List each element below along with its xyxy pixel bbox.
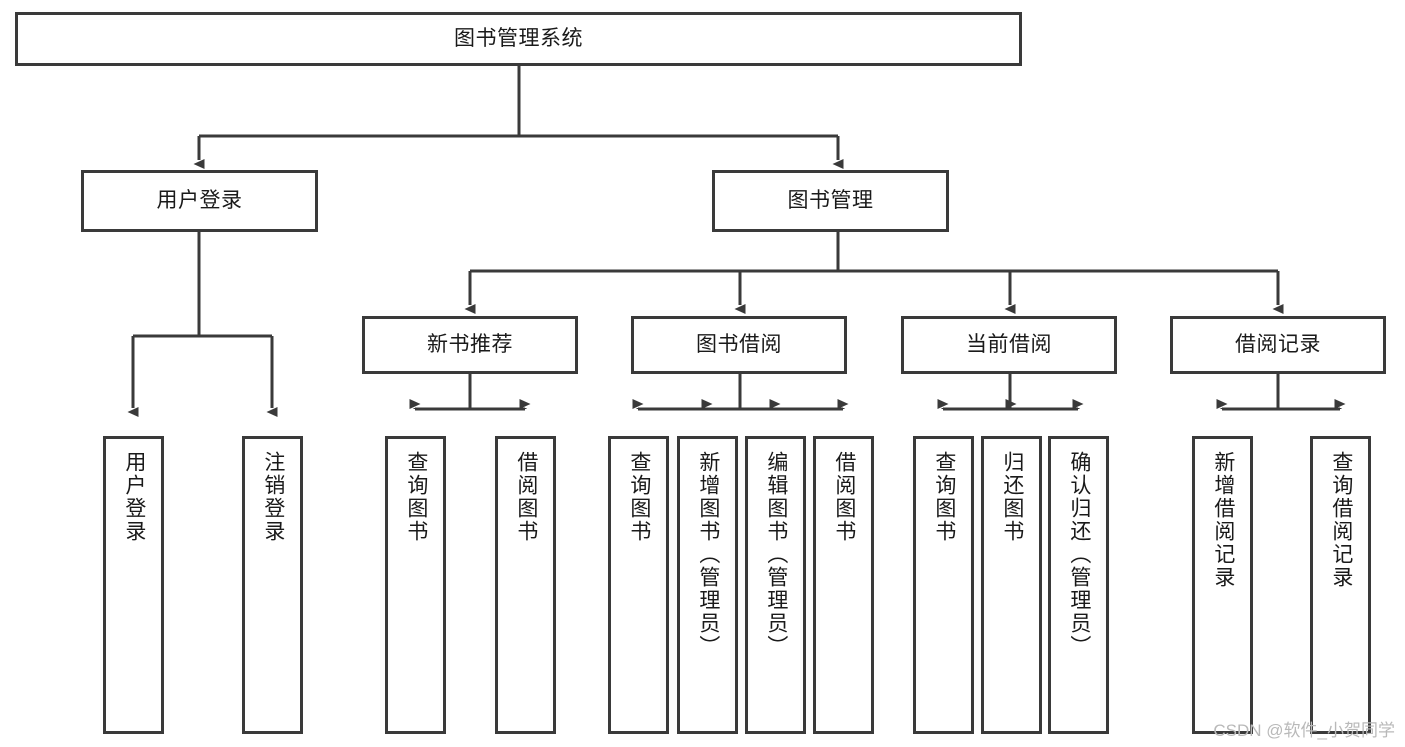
node-leaf-query-book-1-label: 查询图书 xyxy=(404,451,428,543)
node-leaf-edit-book[interactable]: 编辑图书（管理员） xyxy=(745,436,806,734)
node-book-manage-label: 图书管理 xyxy=(787,189,874,213)
node-leaf-borrow-book-1-label: 借阅图书 xyxy=(514,451,538,543)
node-leaf-query-book-3[interactable]: 查询图书 xyxy=(913,436,974,734)
node-leaf-query-book-3-label: 查询图书 xyxy=(932,451,956,543)
node-leaf-borrow-book-2[interactable]: 借阅图书 xyxy=(813,436,874,734)
node-leaf-query-book-2-label: 查询图书 xyxy=(627,451,651,543)
node-root-label: 图书管理系统 xyxy=(454,27,583,51)
node-leaf-add-book-label: 新增图书（管理员） xyxy=(696,451,720,658)
node-leaf-user-login-label: 用户登录 xyxy=(122,451,146,543)
node-borrow-record[interactable]: 借阅记录 xyxy=(1170,316,1386,374)
node-leaf-user-logout-label: 注销登录 xyxy=(261,451,285,543)
node-leaf-edit-book-label: 编辑图书（管理员） xyxy=(764,451,788,658)
node-new-book-recommend-label: 新书推荐 xyxy=(427,333,513,357)
node-root[interactable]: 图书管理系统 xyxy=(15,12,1022,66)
csdn-watermark: CSDN @软件_小贺同学 xyxy=(1213,721,1395,740)
node-current-borrow[interactable]: 当前借阅 xyxy=(901,316,1117,374)
node-leaf-return-book-label: 归还图书 xyxy=(1000,451,1024,543)
node-leaf-user-login[interactable]: 用户登录 xyxy=(103,436,164,734)
node-leaf-query-book-1[interactable]: 查询图书 xyxy=(385,436,446,734)
node-current-borrow-label: 当前借阅 xyxy=(966,333,1052,357)
node-leaf-borrow-book-1[interactable]: 借阅图书 xyxy=(495,436,556,734)
node-book-borrow[interactable]: 图书借阅 xyxy=(631,316,847,374)
node-user-login-label: 用户登录 xyxy=(156,189,243,213)
node-leaf-add-record-label: 新增借阅记录 xyxy=(1211,451,1235,589)
node-leaf-user-logout[interactable]: 注销登录 xyxy=(242,436,303,734)
node-leaf-return-book[interactable]: 归还图书 xyxy=(981,436,1042,734)
node-leaf-confirm-return[interactable]: 确认归还（管理员） xyxy=(1048,436,1109,734)
node-leaf-add-book[interactable]: 新增图书（管理员） xyxy=(677,436,738,734)
node-leaf-query-book-2[interactable]: 查询图书 xyxy=(608,436,669,734)
node-leaf-add-record[interactable]: 新增借阅记录 xyxy=(1192,436,1253,734)
node-leaf-query-record[interactable]: 查询借阅记录 xyxy=(1310,436,1371,734)
node-new-book-recommend[interactable]: 新书推荐 xyxy=(362,316,578,374)
node-book-manage[interactable]: 图书管理 xyxy=(712,170,949,232)
node-leaf-confirm-return-label: 确认归还（管理员） xyxy=(1067,451,1091,658)
node-borrow-record-label: 借阅记录 xyxy=(1235,333,1321,357)
node-book-borrow-label: 图书借阅 xyxy=(696,333,782,357)
node-user-login[interactable]: 用户登录 xyxy=(81,170,318,232)
node-leaf-query-record-label: 查询借阅记录 xyxy=(1329,451,1353,589)
node-leaf-borrow-book-2-label: 借阅图书 xyxy=(832,451,856,543)
